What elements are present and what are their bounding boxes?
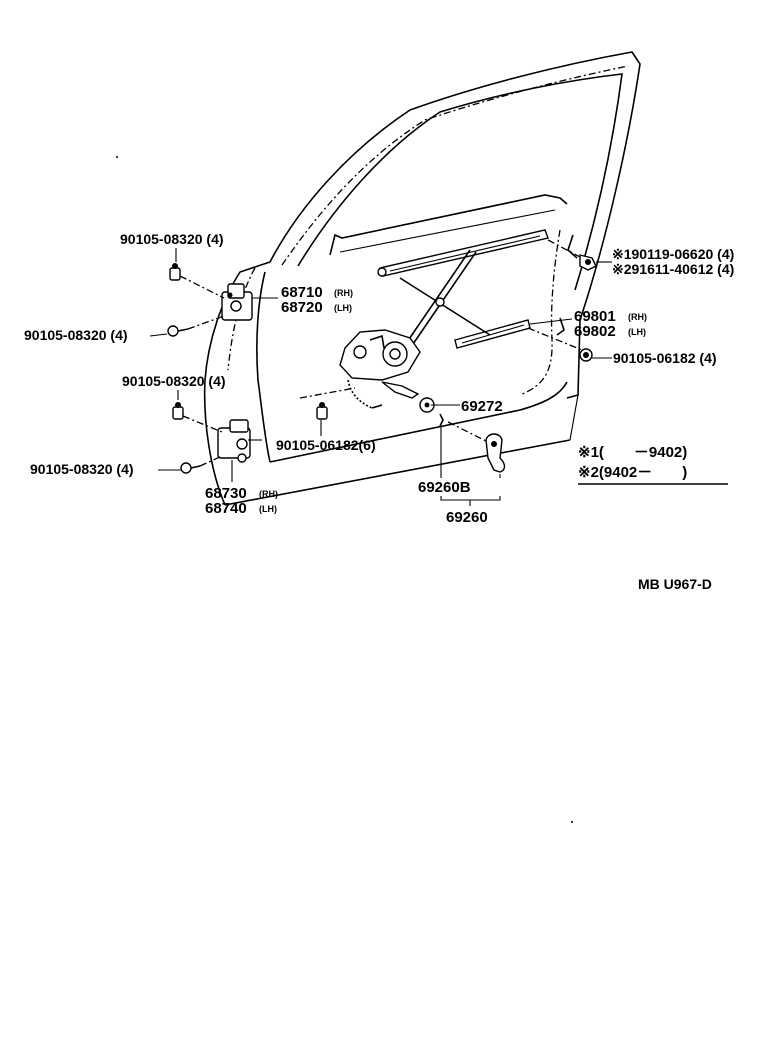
upper-hinge-lh-tag: (LH) bbox=[334, 303, 352, 313]
screw-2-label: ※291611-40612 (4) bbox=[612, 261, 734, 277]
part-69260b-label: 69260B bbox=[418, 479, 471, 496]
leader-lines bbox=[149, 248, 728, 506]
regulator-screw-upper bbox=[547, 239, 597, 271]
bolt-regulator-right-label: 90105-06182 (4) bbox=[613, 350, 717, 366]
bolt-regulator-label: 90105-06182(6) bbox=[276, 437, 376, 453]
regulator-lh-label: 69802 bbox=[574, 323, 616, 340]
upper-hinge-bolt-side bbox=[167, 315, 225, 337]
lower-hinge-lh-tag: (LH) bbox=[259, 504, 277, 514]
note-1-label: ※1( －9402) bbox=[578, 444, 687, 461]
window-regulator-part bbox=[339, 229, 549, 409]
regulator-bolt-right bbox=[527, 327, 593, 362]
lower-hinge-rh-tag: (RH) bbox=[259, 489, 278, 499]
upper-hinge-rh-tag: (RH) bbox=[334, 288, 353, 298]
lower-hinge-rh-label: 68730 bbox=[205, 485, 247, 502]
regulator-bolt-left bbox=[299, 387, 356, 420]
upper-hinge-bolt-top bbox=[169, 263, 225, 299]
part-69272-clip bbox=[419, 397, 435, 413]
regulator-lh-tag: (LH) bbox=[628, 327, 646, 337]
note-2-label: ※2(9402－ ) bbox=[578, 464, 687, 481]
lower-hinge-lh-label: 68740 bbox=[205, 500, 247, 517]
regulator-rh-tag: (RH) bbox=[628, 312, 647, 322]
bolt-lower-hinge-top-label: 90105-08320 (4) bbox=[122, 373, 226, 389]
lower-hinge-bolt-side bbox=[180, 455, 223, 474]
part-69272-label: 69272 bbox=[461, 398, 503, 415]
upper-hinge-rh-label: 68710 bbox=[281, 284, 323, 301]
speck bbox=[116, 156, 118, 158]
lower-hinge-bolt-top bbox=[172, 402, 223, 433]
part-69260b-pin bbox=[439, 413, 444, 427]
door-frame-outline bbox=[203, 51, 641, 506]
bolt-upper-hinge-top-label: 90105-08320 (4) bbox=[120, 231, 224, 247]
catalog-code-label: MB U967-D bbox=[638, 576, 712, 592]
bolt-upper-hinge-side-label: 90105-08320 (4) bbox=[24, 327, 128, 343]
regulator-rh-label: 69801 bbox=[574, 308, 616, 325]
part-69260-handle bbox=[447, 421, 506, 473]
part-69260-label: 69260 bbox=[446, 509, 488, 526]
lower-hinge-part bbox=[217, 419, 262, 482]
upper-hinge-part bbox=[221, 283, 278, 321]
bolt-lower-hinge-side-label: 90105-08320 (4) bbox=[30, 461, 134, 477]
screw-1-label: ※190119-06620 (4) bbox=[612, 246, 734, 262]
speck bbox=[571, 821, 573, 823]
upper-hinge-lh-label: 68720 bbox=[281, 299, 323, 316]
